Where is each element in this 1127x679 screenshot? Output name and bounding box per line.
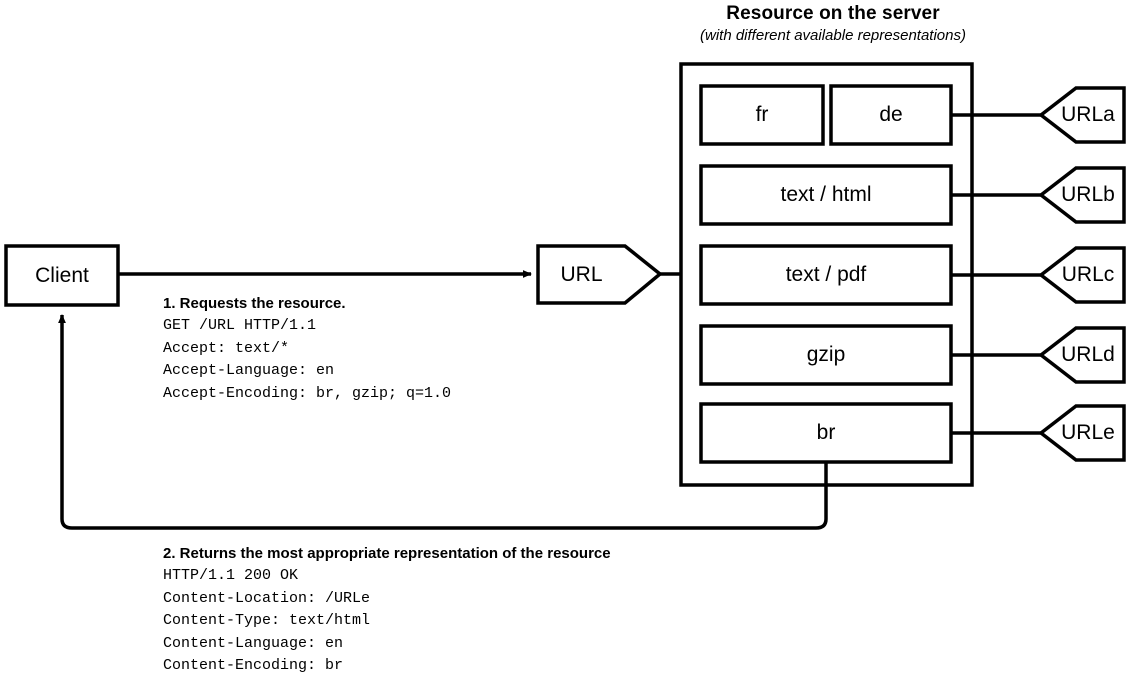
response-line-4: Content-Language: en [163,634,344,652]
url-node-label: URL [560,262,603,286]
response-note: 2. Returns the most appropriate represen… [163,543,611,678]
url-label-urle: URLe [1061,421,1115,444]
url-label-urla: URLa [1061,103,1115,126]
representation-label-text-pdf: text / pdf [785,263,867,286]
request-heading: 1. Requests the resource. [163,295,346,312]
request-line-3: Accept-Language: en [163,362,335,379]
request-line-4: Accept-Encoding: br, gzip; q=1.0 [163,384,452,402]
representation-label-fr: fr [755,103,769,126]
request-line-2: Accept: text/* [163,339,290,357]
response-heading: 2. Returns the most appropriate represen… [163,545,611,562]
server-title-block: Resource on the server (with different a… [663,2,1003,46]
url-label-urlb: URLb [1061,183,1115,206]
request-line-1: GET /URL HTTP/1.1 [163,317,317,334]
representation-label-text-html: text / html [780,183,872,206]
representation-label-de: de [879,103,903,126]
response-line-2: Content-Location: /URLe [163,589,371,607]
representation-label-gzip: gzip [806,343,846,366]
response-line-1: HTTP/1.1 200 OK [163,567,299,584]
response-line-3: Content-Type: text/html [163,612,371,629]
client-label: Client [35,263,89,287]
representation-label-br: br [816,421,836,444]
server-subtitle: (with different available representation… [700,27,966,44]
server-title: Resource on the server [726,3,940,24]
request-note: 1. Requests the resource. GET /URL HTTP/… [163,293,451,405]
url-label-urlc: URLc [1061,263,1115,286]
response-line-5: Content-Encoding: br [163,657,344,674]
url-label-urld: URLd [1061,343,1115,366]
